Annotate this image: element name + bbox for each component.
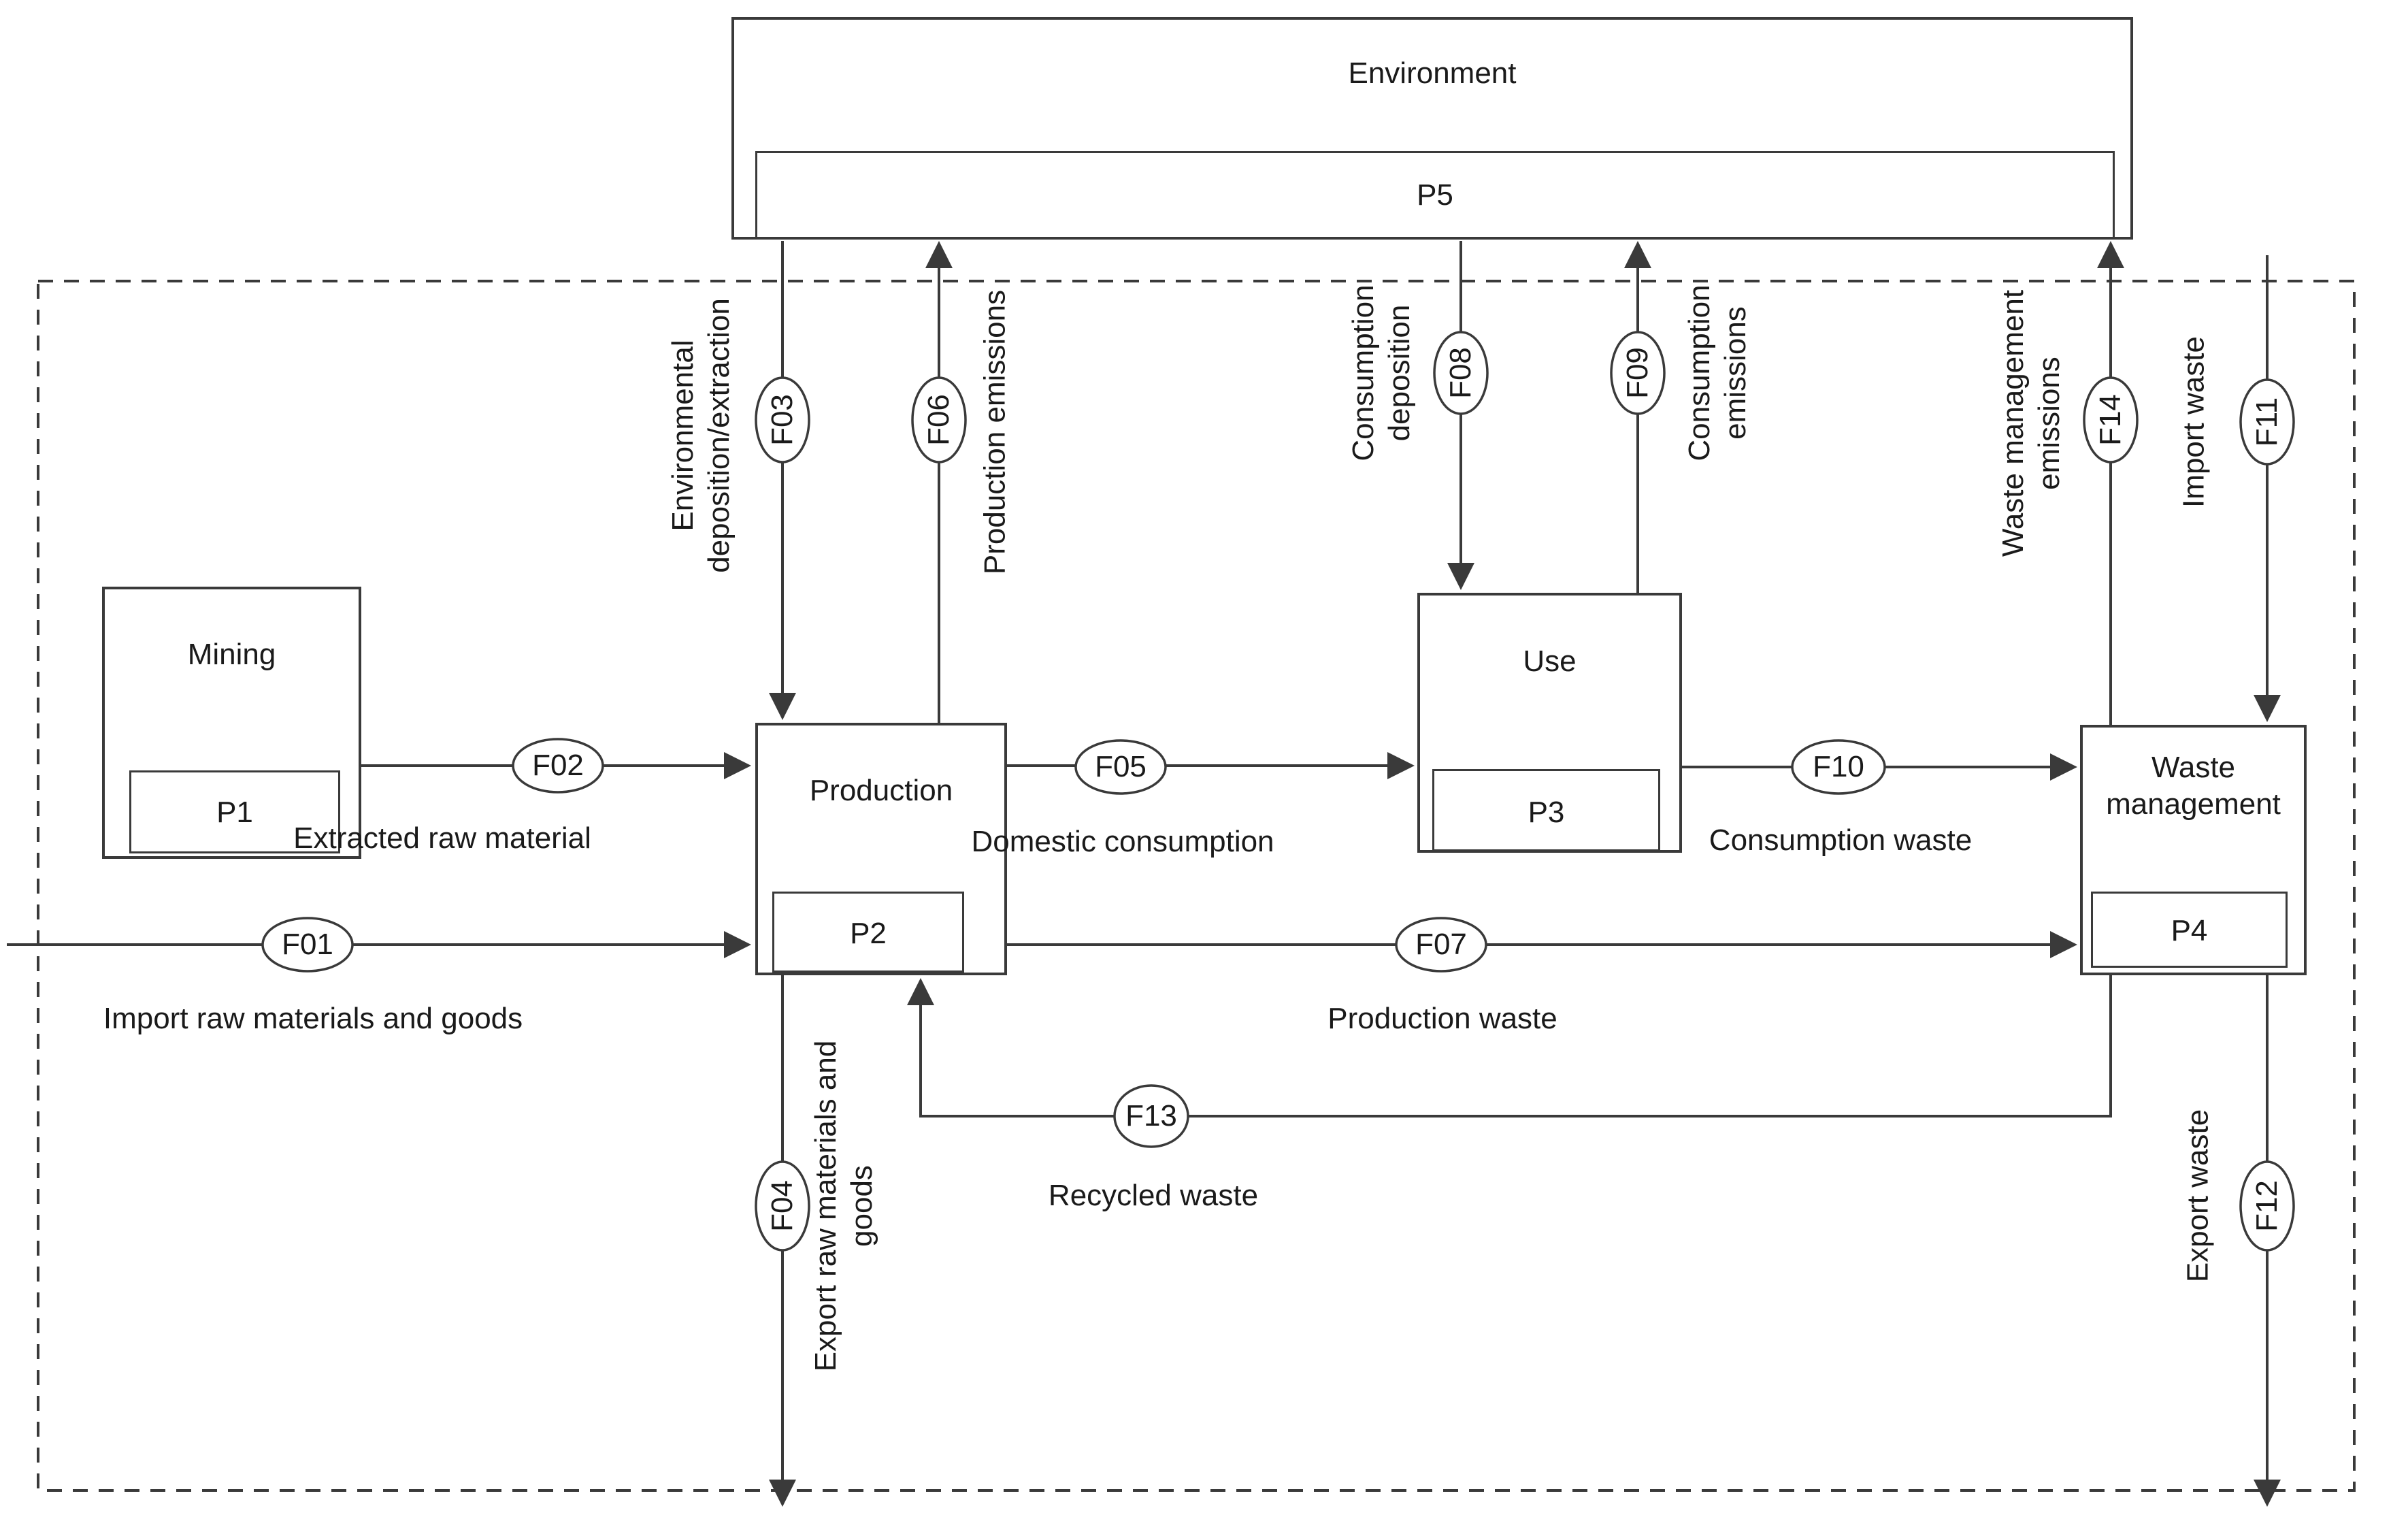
flow-label-F05: Domestic consumption [971,825,1274,858]
environment-title: Environment [1348,56,1517,90]
p1-label: P1 [216,796,253,829]
flow-label-F02: Extracted raw material [293,821,591,855]
p2-label: P2 [850,917,887,950]
mining-title: Mining [187,638,276,671]
p5-box [755,151,2115,240]
flow-tag-F01: F01 [282,928,333,961]
flow-label-F13: Recycled waste [1048,1179,1259,1212]
flow-tag-F12: F12 [2250,1180,2283,1232]
flow-label-F11: Import waste [2177,336,2211,508]
flow-label-F12: Export waste [2181,1109,2215,1283]
flow-tag-F02: F02 [532,749,584,782]
flow-tag-F08: F08 [1444,347,1477,399]
production-title: Production [809,774,953,807]
flow-tag-F05: F05 [1095,750,1147,783]
flow-label-F09: Consumption emissions [1683,284,1752,461]
flow-tag-F14: F14 [2094,394,2127,446]
flow-label-F01: Import raw materials and goods [103,1002,523,1035]
flow-label-F10: Consumption waste [1709,823,1973,857]
flow-label-F14: Waste management emissions [1996,289,2066,557]
flow-label-F03: Environmental deposition/extraction [666,298,736,573]
flow-tag-F09: F09 [1621,347,1654,399]
flow-tag-F06: F06 [922,394,955,446]
flow-label-F08: Consumption deposition [1347,284,1416,461]
flow-tag-F03: F03 [765,394,799,446]
p5-label: P5 [1417,178,1453,212]
waste-management-title: Waste management [2106,751,2281,821]
flow-label-F07: Production waste [1327,1002,1557,1035]
p4-label: P4 [2171,914,2208,947]
flow-tag-F04: F04 [765,1180,799,1232]
flow-label-F06: Production emissions [978,289,1012,575]
flow-tag-F13: F13 [1125,1099,1177,1132]
flow-tag-F07: F07 [1415,928,1467,961]
flow-label-F04: Export raw materials and goods [809,1040,878,1372]
p3-label: P3 [1528,796,1565,829]
flow-tag-F11: F11 [2250,397,2283,447]
flow-tag-F10: F10 [1813,750,1864,783]
use-title: Use [1523,645,1577,678]
flow-F13-path [907,975,2112,1118]
